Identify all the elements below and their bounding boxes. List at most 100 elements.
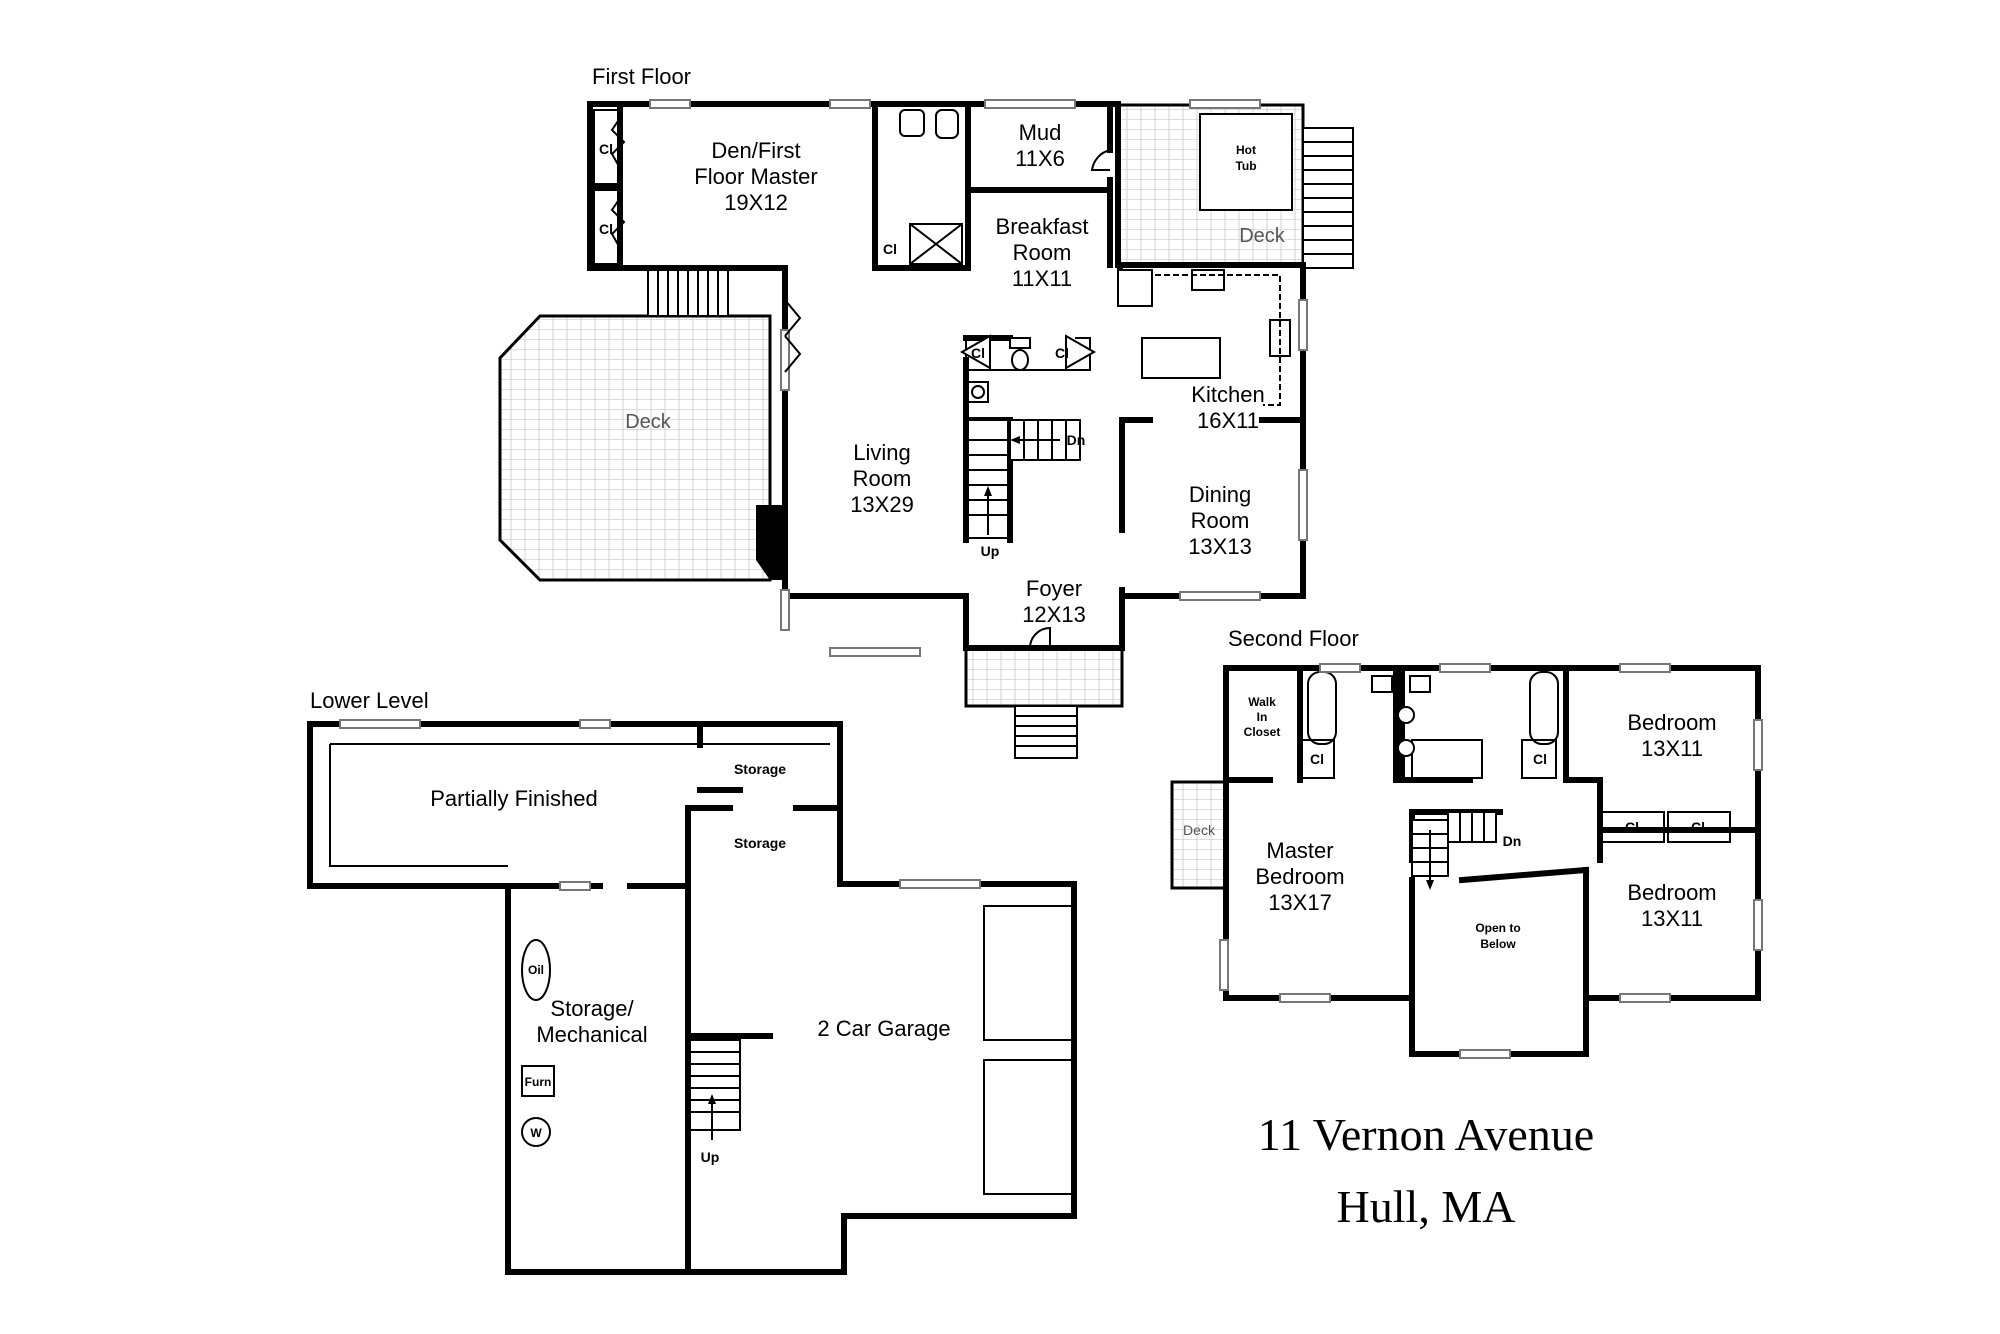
furn-label: Furn (525, 1075, 552, 1089)
hot-tub-label-2: Tub (1235, 159, 1256, 173)
second-floor-labels: Walk In Closet Bedroom 13X11 Master Bedr… (1244, 695, 1717, 951)
lower-level: Lower Level (307, 688, 1077, 1275)
master-label-2: Bedroom (1255, 864, 1344, 889)
breakfast-label-2: Room (1013, 240, 1072, 265)
address-line-2: Hull, MA (1337, 1181, 1516, 1232)
kitchen-island (1141, 337, 1221, 379)
storage-mech-label-1: Storage/ (550, 996, 634, 1021)
water-label: W (530, 1126, 542, 1140)
closet-label-master-bath: Cl (1310, 751, 1324, 767)
closet-label-stair-right: Cl (1055, 345, 1069, 361)
open-below-label-2: Below (1480, 937, 1516, 951)
bedroom-a-size: 13X11 (1641, 736, 1703, 761)
foyer-size: 12X13 (1022, 602, 1086, 627)
living-label-1: Living (853, 440, 910, 465)
lower-stairs: Up (689, 1039, 741, 1165)
closet-label-stair-left: Cl (971, 345, 985, 361)
closet-label-bath: Cl (883, 241, 897, 257)
first-floor-windows (649, 99, 1308, 657)
first-floor-title: First Floor (592, 64, 691, 89)
second-floor-deck-label: Deck (1183, 822, 1216, 838)
partially-finished-label: Partially Finished (430, 786, 598, 811)
kitchen-size: 16X11 (1197, 408, 1259, 433)
living-size: 13X29 (850, 492, 914, 517)
den-label-2: Floor Master (694, 164, 817, 189)
dining-size: 13X13 (1188, 534, 1252, 559)
hot-tub (1199, 113, 1293, 211)
lower-level-title: Lower Level (310, 688, 429, 713)
breakfast-label-1: Breakfast (996, 214, 1089, 239)
stairs-down-label: Dn (1067, 432, 1086, 448)
bedroom-b-size: 13X11 (1641, 906, 1703, 931)
second-floor-fixtures: Cl Cl Cl Cl (1299, 671, 1731, 843)
storage-label-1: Storage (734, 761, 786, 777)
lower-level-exterior-wall (307, 721, 1077, 1275)
second-floor-title: Second Floor (1228, 626, 1359, 651)
bedroom-a-label: Bedroom (1627, 710, 1716, 735)
powder-room: Cl Cl (959, 334, 1097, 403)
mechanical-fixtures: Oil Furn W (521, 939, 555, 1147)
closet-label-bedroom-1: Cl (1625, 819, 1639, 835)
master-label-1: Master (1266, 838, 1333, 863)
garage-door-2 (983, 1059, 1075, 1195)
address-block: 11 Vernon Avenue Hull, MA (1258, 1109, 1594, 1232)
second-stairs-down-label: Dn (1503, 833, 1522, 849)
breakfast-size: 11X11 (1012, 266, 1072, 291)
den-size: 19X12 (724, 190, 788, 215)
den-closets: Cl Cl (593, 109, 626, 265)
foyer-label: Foyer (1026, 576, 1082, 601)
garage-label: 2 Car Garage (817, 1016, 950, 1041)
den-steps (647, 267, 729, 317)
lower-stairs-up-label: Up (701, 1149, 720, 1165)
walk-in-label-2: In (1257, 710, 1268, 724)
dining-label-1: Dining (1189, 482, 1251, 507)
first-floor-labels: Den/First Floor Master 19X12 Mud 11X6 Br… (694, 120, 1264, 627)
first-floor: First Floor Deck Hot Tub (498, 64, 1354, 759)
address-line-1: 11 Vernon Avenue (1258, 1109, 1594, 1160)
open-below-label-1: Open to (1475, 921, 1520, 935)
lower-level-windows (339, 719, 981, 891)
garage-door-1 (983, 905, 1075, 1041)
master-size: 13X17 (1268, 890, 1332, 915)
second-floor-stairs: Dn (1411, 811, 1522, 890)
oil-label: Oil (528, 963, 544, 977)
refrigerator (1117, 269, 1153, 307)
closet-label-den-2: Cl (599, 221, 613, 237)
left-deck-label: Deck (625, 411, 672, 433)
furnace (521, 1065, 555, 1097)
den-label-1: Den/First (711, 138, 800, 163)
closet-label-hall-bath: Cl (1533, 751, 1547, 767)
second-floor: Second Floor Deck (1170, 626, 1763, 1059)
kitchen-label: Kitchen (1191, 382, 1264, 407)
right-deck: Hot Tub Deck (1116, 103, 1354, 269)
lower-level-labels: Partially Finished Storage Storage Stora… (430, 761, 950, 1047)
lower-level-interior-walls (505, 721, 843, 1275)
first-floor-doors (784, 149, 1111, 649)
fireplace (756, 505, 785, 580)
second-floor-windows (1219, 663, 1763, 1059)
front-porch (964, 646, 1124, 759)
closet-label-den-1: Cl (599, 141, 613, 157)
mud-size: 11X6 (1015, 146, 1065, 171)
closet-label-bedroom-2: Cl (1691, 819, 1705, 835)
mud-label: Mud (1019, 120, 1062, 145)
dining-label-2: Room (1191, 508, 1250, 533)
left-deck: Deck (498, 267, 785, 582)
first-floor-bath: Cl (883, 109, 963, 265)
water-heater (521, 1117, 551, 1147)
second-floor-deck (1170, 780, 1228, 890)
storage-label-2: Storage (734, 835, 786, 851)
stairs-up-label: Up (981, 543, 1000, 559)
storage-mech-label-2: Mechanical (536, 1022, 647, 1047)
second-floor-interior-walls (1223, 665, 1761, 1001)
oil-tank (521, 939, 551, 1001)
main-stairs: Dn Up (967, 419, 1086, 559)
walk-in-label-3: Closet (1244, 725, 1281, 739)
right-deck-label: Deck (1239, 225, 1286, 247)
living-label-2: Room (853, 466, 912, 491)
walk-in-label-1: Walk (1248, 695, 1276, 709)
hot-tub-label-1: Hot (1236, 143, 1256, 157)
bedroom-b-label: Bedroom (1627, 880, 1716, 905)
kitchen-fixtures (1117, 269, 1291, 406)
